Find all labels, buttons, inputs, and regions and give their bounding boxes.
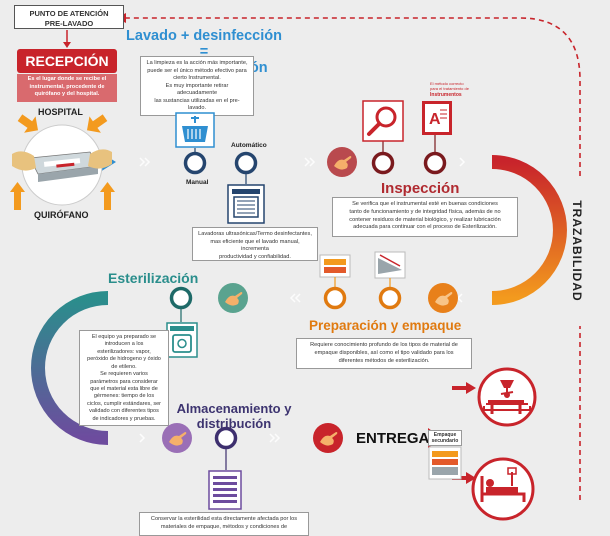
esterilizacion-title: Esterilización [108,270,199,286]
inspeccion-info-line: contener residuos de material biológico,… [349,216,501,223]
sink-icon [175,112,215,148]
quirofano-label: QUIRÓFANO [34,210,89,220]
entrega-packages-icon [428,446,462,480]
almacenamiento-title-line2: distribución [196,415,272,431]
recepcion-title-box: RECEPCIÓN [17,49,117,73]
inspeccion-info-line: adecuada para continuar con el proceso d… [353,224,497,231]
lavadoras-info-line: productividad y confiabilidad. [219,253,291,260]
recepcion-title: RECEPCIÓN [25,53,109,69]
metodo-caption: El método correcto para el tratamiento d… [430,81,484,98]
esterilizacion-info-line: peróxido de hidrogeno y óxido [87,356,161,363]
hospital-bed-icon [471,457,535,521]
esterilizacion-info-box: El equipo ya preparado se introducen a l… [79,330,169,426]
esterilizacion-info-line: esterilizadores: vapor, [97,348,151,355]
storage-rack-icon [208,470,242,510]
preparacion-title: Preparación y empaque [309,318,462,333]
manual-book-icon: A [422,101,452,135]
esterilizacion-info-line: parámetros para considerar [90,378,158,385]
esterilizacion-info-line: de etileno. [111,363,137,370]
inspeccion-info-line: tanto de funcionamiento y de integridad … [349,208,501,215]
empaque-line: Empaque [433,432,457,438]
almacenamiento-info-line: materiales de empaque, métodos y condici… [160,523,288,530]
metodo-line: Instrumentos [430,91,462,98]
hospital-label: HOSPITAL [38,107,83,117]
punto-line2: PRE-LAVADO [44,18,94,28]
esterilizacion-info-line: El equipo ya preparado se [91,334,157,340]
trazabilidad-label: TRAZABILIDAD [570,176,586,326]
manual-label: Manual [186,179,209,186]
esterilizacion-info-line: gérmenes: tiempo de los [93,393,155,400]
sterilizer-icon [166,322,198,358]
inspeccion-info-box: Se verifica que el instrumental esté en … [332,197,518,237]
magnifier-icon [362,100,404,142]
empaque-line: secundario [431,438,459,445]
instrument-tray-illustration [10,114,115,210]
lavado-info-line: Es muy importante retirar adecuadamente [165,82,229,97]
lavado-info-line: La limpieza es la acción más importante, [146,60,248,66]
esterilizacion-info-line: de indicadores y pruebas. [92,415,156,422]
esterilizacion-info-line: ciclos, cumplir estándares, ser [87,400,161,407]
automatico-label: Automático [231,142,267,149]
preparacion-info-line: diferentes métodos de esterilización. [338,357,430,364]
almacenamiento-title: Almacenamiento y distribución [164,401,304,432]
preparacion-info-line: empaque disponibles, así como el tipo va… [314,349,454,356]
lavadoras-info-line: mas eficiente que el lavado manual, incr… [210,238,300,253]
esterilizacion-info-line: que el material esta libre de [90,385,158,392]
inspeccion-title: Inspección [381,180,460,197]
punto-line1: PUNTO DE ATENCIÓN [29,9,109,18]
esterilizacion-info-line: validado con diferentes tipos [89,408,159,415]
lavado-info-line: cierto Instrumental. [173,75,221,82]
trazabilidad-text: TRAZABILIDAD [570,200,584,302]
metodo-line: El método correcto [430,81,464,86]
almacenamiento-title-line1: Almacenamiento y [176,401,292,416]
recepcion-desc: Es el lugar donde se recibe el instrumen… [17,74,117,102]
lavadoras-info-line: Lavadoras ultrasónicas/Termo desinfectan… [198,231,312,237]
almacenamiento-info-box: Conservar la esterilidad esta directamen… [139,512,309,536]
metodo-line: para el tratamiento de [430,85,469,91]
esterilizacion-info-line: Se requieren varios [100,371,148,378]
recepcion-desc-line: instrumental, procedente de [29,83,105,90]
lavado-info-line: las sustancias utilizadas en el pre-lava… [154,97,240,112]
empaque-secundario-box: Empaque secundario [428,430,462,446]
svg-text:A: A [429,111,441,128]
almacenamiento-info-line: Conservar la esterilidad esta directamen… [150,516,298,522]
preparacion-info-line: Requiere conocimiento profundo de los ti… [310,342,458,348]
recepcion-desc-line: quirófano y del hospital. [34,91,100,98]
lavado-title-line1: Lavado + desinfección = [126,28,282,61]
lavado-info-line: puede ser el único método efectivo para [147,67,247,74]
inspeccion-info-line: Se verifica que el instrumental esté en … [352,201,498,207]
washing-machine-icon [227,184,265,224]
punto-atencion-box: PUNTO DE ATENCIÓN PRE-LAVADO [14,5,124,29]
hand-step-icon [327,147,357,177]
operating-room-icon [477,367,537,427]
lavadoras-info-box: Lavadoras ultrasónicas/Termo desinfectan… [192,227,318,261]
esterilizacion-info-line: introducen a los [104,341,144,348]
entrega-title: ENTREGA [356,430,430,447]
recepcion-desc-line: Es el lugar donde se recibe el [27,76,107,82]
preparacion-info-box: Requiere conocimiento profundo de los ti… [296,338,472,369]
